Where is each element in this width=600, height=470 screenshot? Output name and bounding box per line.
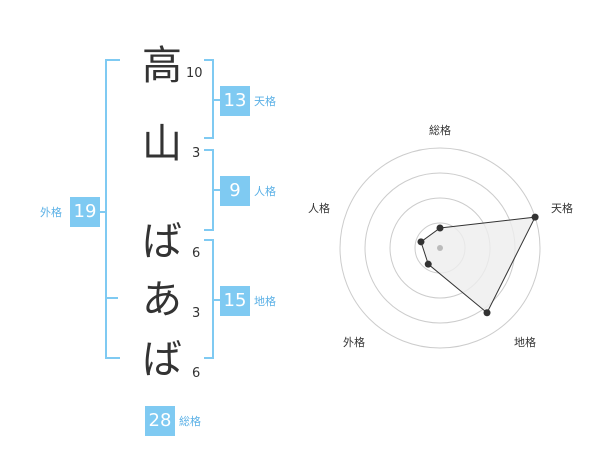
- radar-ring-4: [339, 147, 541, 349]
- name-char-1: 高: [142, 43, 182, 89]
- radar-point-1: [436, 224, 444, 232]
- soukaku-label: 総格: [179, 415, 201, 428]
- stroke-count-4: 3: [192, 306, 201, 321]
- radar-point-5: [417, 238, 425, 246]
- axis-label-tenkaku: 天格: [551, 201, 573, 215]
- name-char-2: 山: [142, 121, 182, 167]
- jinkaku-badge: 9: [220, 176, 250, 206]
- chikaku-label: 地格: [254, 295, 276, 308]
- radar-points: [417, 213, 539, 317]
- name-char-3: ば: [142, 219, 182, 265]
- tenkaku-badge: 13: [220, 86, 250, 116]
- radar-point-4: [424, 260, 432, 268]
- name-char-4: あ: [142, 277, 182, 323]
- radar-shape: [420, 216, 536, 314]
- radar-point-3: [483, 309, 491, 317]
- axis-label-jinkaku: 人格: [308, 201, 330, 215]
- radar-center: [437, 245, 443, 251]
- gaikaku-bracket: [105, 59, 120, 359]
- axis-label-chikaku: 地格: [514, 335, 536, 349]
- radar-point-2: [531, 213, 539, 221]
- gaikaku-label: 外格: [40, 206, 62, 219]
- jinkaku-label: 人格: [254, 185, 276, 198]
- stroke-count-2: 3: [192, 146, 201, 161]
- stroke-count-5: 6: [192, 366, 201, 381]
- axis-label-soukaku: 総格: [429, 123, 451, 137]
- stroke-count-3: 6: [192, 246, 201, 261]
- axis-label-gaikaku: 外格: [343, 335, 365, 349]
- tenkaku-label: 天格: [254, 95, 276, 108]
- stroke-count-1: 10: [186, 66, 203, 81]
- chikaku-badge: 15: [220, 286, 250, 316]
- gaikaku-badge: 19: [70, 197, 100, 227]
- soukaku-badge: 28: [145, 406, 175, 436]
- name-char-5: ば: [142, 337, 182, 383]
